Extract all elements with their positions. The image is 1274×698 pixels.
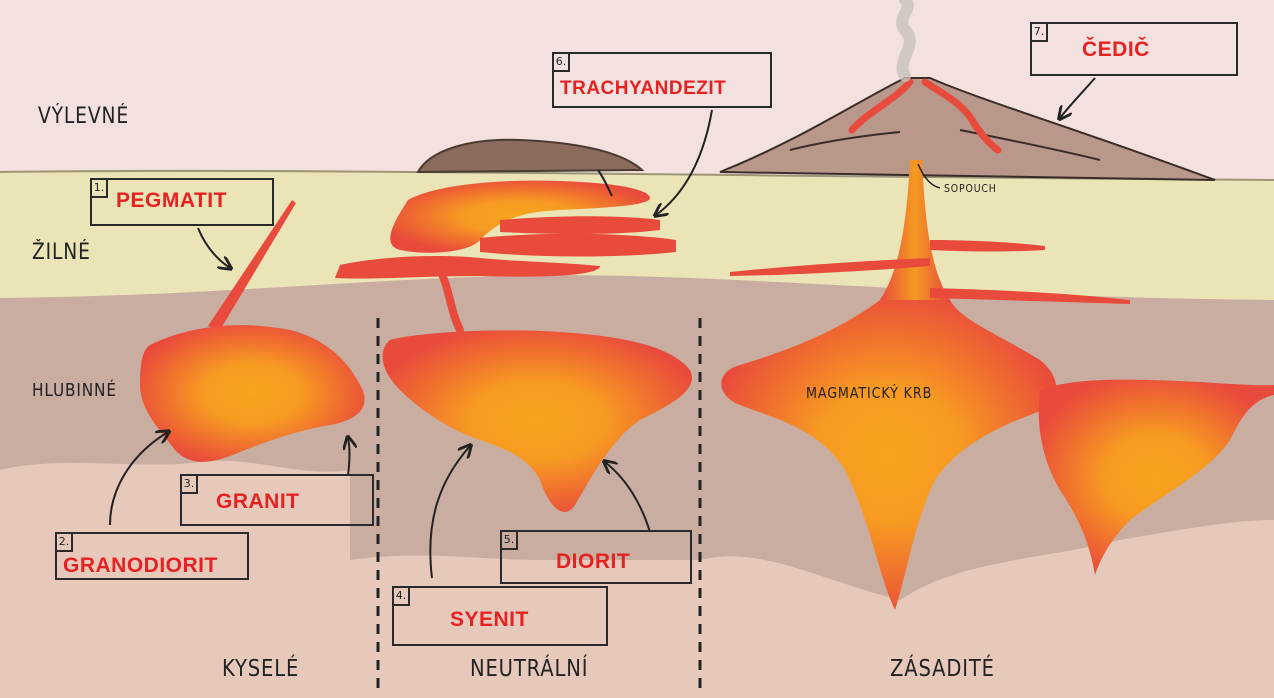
layer-label-plutonic: HLUBINNÉ [32, 380, 117, 401]
rock-number: 4. [392, 586, 410, 606]
pointer-arrow [1060, 78, 1095, 118]
rock-name: TRACHYANDEZIT [554, 78, 770, 100]
rock-label-box: 4. SYENIT [392, 586, 608, 646]
layer-label-extrusive: VÝLEVNÉ [38, 104, 129, 129]
magma-chamber-label: MAGMATICKÝ KRB [806, 384, 932, 402]
column-label-basic: ZÁSADITÉ [890, 656, 995, 682]
rock-label-box: 5. DIORIT [500, 530, 692, 584]
column-label-acidic: KYSELÉ [222, 656, 299, 682]
rock-label-box: 3. GRANIT [180, 474, 374, 526]
rock-label-box: 1. PEGMATIT [90, 178, 274, 226]
rock-name: PEGMATIT [92, 189, 272, 213]
rock-name: ČEDIČ [1032, 38, 1236, 62]
rock-label-box: 7. ČEDIČ [1030, 22, 1238, 76]
vent-label: SOPOUCH [944, 182, 997, 195]
volcano-cone [720, 78, 1215, 180]
rock-name: GRANODIORIT [57, 554, 247, 578]
lava-heap [418, 140, 642, 172]
smoke [902, 0, 910, 76]
layer-label-dike: ŽILNÉ [32, 240, 91, 265]
rock-name: GRANIT [182, 490, 372, 514]
rock-number: 5. [500, 530, 518, 550]
rock-label-box: 2. GRANODIORIT [55, 532, 249, 580]
rock-number: 2. [55, 532, 73, 552]
column-label-neutral: NEUTRÁLNÍ [470, 656, 588, 682]
rock-name: SYENIT [394, 608, 606, 632]
rock-number: 6. [552, 52, 570, 72]
rock-label-box: 6. TRACHYANDEZIT [552, 52, 772, 108]
rock-name: DIORIT [502, 550, 690, 574]
